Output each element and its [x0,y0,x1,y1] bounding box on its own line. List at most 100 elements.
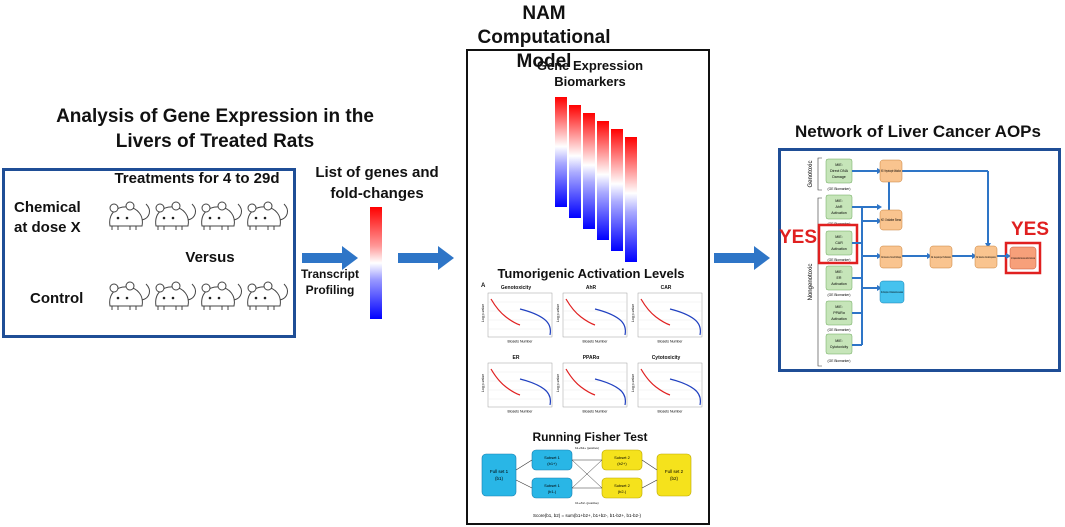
svg-text:(GE Biomarker): (GE Biomarker) [828,293,851,297]
ke-growth-pathways-node: KE: Alteration of Growth Pathways [879,245,903,269]
svg-text:(GE Biomarker): (GE Biomarker) [828,258,851,262]
biomarkers-line-2: Biomarkers [554,74,626,89]
rat-row-treated [109,201,288,231]
svg-text:ER: ER [837,276,842,280]
biomarkers-title: Gene Expression Biomarkers [520,58,660,90]
ke-hepatocyte-mutation-node: KE: Hepatocyte Mutation [879,159,903,183]
panel-ylabel: Log p-value [481,303,486,323]
transcript-line-1: Transcript [300,267,360,281]
sub1b-text-1: Subset 1 [544,483,561,488]
positive-pair-label: b1+/b2+ (positive) [575,446,599,450]
transcript-profiling-label: Transcript Profiling [294,266,366,298]
sub2b-text-1: Subset 2 [614,483,631,488]
full-set-2-box [656,453,692,497]
nam-title-line-2: Model [516,51,572,72]
panel-red-curve [490,298,521,326]
sub2a-text-2: (b2+) [617,461,627,466]
gene-expression-analysis-title: Analysis of Gene Expression in the Liver… [30,104,400,154]
svg-text:MIE:: MIE: [835,305,842,309]
biomarkers-line-1: Gene Expression [536,58,644,73]
mie-cytotoxicity-node: MIE: Cytotoxicity (GE Biomarker) [825,333,853,363]
chemical-line-2: at dose X [14,219,81,236]
svg-text:KE: Hepatocyte Mutation: KE: Hepatocyte Mutation [881,169,901,173]
panel-blue-curve [519,308,551,336]
panel-plot: Biosets Number [562,292,628,344]
biomarker-bar [583,113,595,229]
aop-network-diagram: Genotoxic Nongenotoxic MIE: Direct DNA D… [808,157,1042,367]
panel-xlabel: Biosets Number [658,410,684,414]
ke-clonal-expansion-node: KE: Selective Clonal Expansion [974,245,998,269]
biomarker-bar [555,97,567,207]
profiling-arrow-icon [302,246,358,270]
model-input-arrow-icon [398,246,454,270]
rat-row-control [109,281,288,311]
panel-red-curve [490,368,521,396]
versus-label: Versus [185,249,235,266]
yes-left-label: YES [779,227,818,248]
svg-text:KE: Oxidative Stress: KE: Oxidative Stress [881,218,901,222]
panel-xlabel: Biosets Number [508,410,534,414]
panel-plot: Biosets Number [637,362,703,414]
panel-xlabel: Biosets Number [658,340,684,344]
panel-ylabel: Log p-value [631,303,636,323]
panel-letter: A [481,283,486,289]
svg-text:Direct DNA: Direct DNA [830,169,849,173]
panel-title: AhR [585,285,597,291]
panel-plot: Biosets Number [487,362,553,414]
panel-ylabel: Log p-value [631,373,636,393]
svg-text:KE: Hepatocyte Proliferation: KE: Hepatocyte Proliferation [931,255,951,259]
mie-er-node: MIE: ER Activation (GE Biomarker) [825,265,853,297]
svg-text:AhR: AhR [836,205,843,209]
svg-text:PPARα: PPARα [833,311,845,315]
panel-title: CAR [660,285,672,291]
svg-text:MIE:: MIE: [835,199,842,203]
svg-text:Cytotoxicity: Cytotoxicity [830,345,849,349]
fisher-title: Running Fisher Test [532,430,648,444]
svg-text:MIE:: MIE: [835,163,842,167]
panel-red-curve [565,368,596,396]
svg-text:Activation: Activation [831,211,847,215]
rat-icon [109,201,150,230]
svg-text:Activation: Activation [831,282,847,286]
full1-text-1: Full set 1 [490,469,509,474]
svg-text:CAR: CAR [835,241,843,245]
network-input-arrow-icon [714,246,770,270]
sub1a-text-2: (b1+) [547,461,557,466]
chemical-line-1: Chemical [14,199,81,216]
gene-list-label: List of genes and fold-changes [302,162,452,204]
svg-text:(GE Biomarker): (GE Biomarker) [828,328,851,332]
biomarker-bar [597,121,609,240]
sub2a-text-1: Subset 2 [614,455,631,460]
subset-2-pos-box [601,449,643,471]
panel-plot: Biosets Number [562,362,628,414]
panel-title: Cytotoxicity [651,355,681,361]
mie-ppara-node: MIE: PPARα Activation (GE Biomarker) [825,300,853,332]
svg-text:KE: Alteration of Growth Pathw: KE: Alteration of Growth Pathways [881,255,901,259]
panel-title: ER [512,355,520,361]
panel-blue-curve [519,378,551,406]
mie-car-node: MIE: CAR Activation (GE Biomarker) [825,230,853,262]
biomarker-bar [569,105,581,218]
panel-ylabel: Log p-value [481,373,486,393]
transcript-line-2: Profiling [305,283,355,297]
control-label: Control [30,290,84,307]
subset-1-neg-box [531,477,573,499]
gene-list-line-2: fold-changes [330,185,424,202]
nam-title-line-1: NAM Computational [477,3,611,48]
nam-model-title: NAM Computational Model [466,2,622,74]
fisher-score-formula: Score(b1, b2) = sum(b1+b2+, b1+b2-, b1-b… [533,513,641,518]
subset-1-pos-box [531,449,573,471]
panel-ylabel: Log p-value [556,303,561,323]
svg-text:KE: Selective Clonal Expansion: KE: Selective Clonal Expansion [976,255,996,259]
network-box [778,148,1061,372]
panel-red-curve [565,298,596,326]
nongenotoxic-label: Nongenotoxic [808,264,814,301]
panel-blue-curve [594,378,626,406]
panel-red-curve [640,298,671,326]
genotoxic-label: Genotoxic [808,160,814,187]
ke-hepatocyte-proliferation-node: KE: Hepatocyte Proliferation [929,245,953,269]
biomarker-bar [611,129,623,251]
sub1b-text-2: (b1-) [548,489,557,494]
svg-text:Activation: Activation [831,247,847,251]
full2-text-2: (b2) [670,476,679,481]
